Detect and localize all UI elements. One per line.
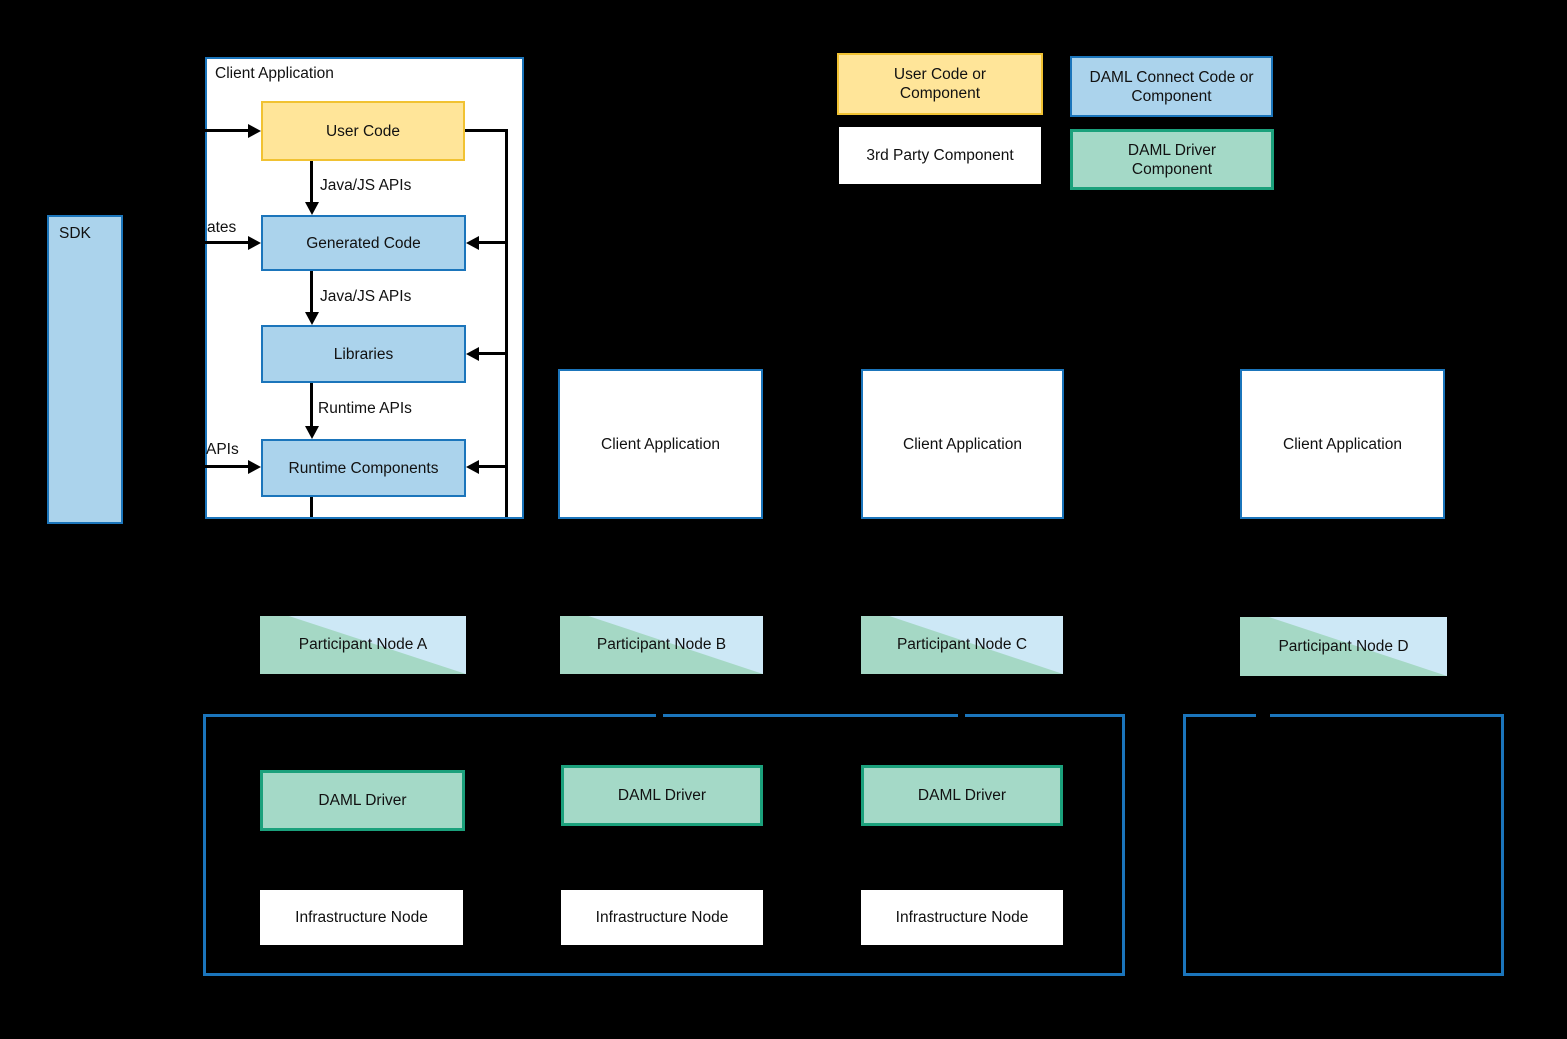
arrowhead-right-icon [248, 124, 261, 138]
user-code-box: User Code [261, 101, 465, 161]
partial-label-apis: APIs [206, 441, 239, 458]
infrastructure-node-a-box: Infrastructure Node [260, 890, 463, 945]
legend-third-party-box: 3rd Party Component [839, 127, 1041, 184]
daml-driver-a-label: DAML Driver [318, 792, 407, 809]
infrastructure-group-left [203, 714, 1125, 976]
participant-node-c-box: Participant Node C [861, 616, 1063, 674]
client-application-d-box: Client Application [1240, 369, 1445, 519]
participant-node-d-label: Participant Node D [1278, 637, 1409, 655]
connector-line [479, 352, 507, 355]
daml-driver-c-box: DAML Driver [861, 765, 1063, 826]
infrastructure-node-b-box: Infrastructure Node [561, 890, 763, 945]
user-code-label: User Code [325, 122, 401, 140]
client-application-d-label: Client Application [1283, 435, 1402, 453]
connector-line [505, 129, 508, 517]
legend-user-code-box: User Code or Component [837, 53, 1043, 115]
generated-code-label: Generated Code [306, 234, 421, 252]
infrastructure-node-c-box: Infrastructure Node [861, 890, 1063, 945]
arrowhead-right-icon [248, 236, 261, 250]
connector-line [310, 161, 313, 203]
sdk-label: SDK [59, 225, 91, 242]
runtime-components-label: Runtime Components [288, 459, 439, 477]
libraries-box: Libraries [261, 325, 466, 383]
client-application-b-label: Client Application [601, 435, 720, 453]
participant-node-a-label: Participant Node A [298, 636, 428, 653]
connector-crossing [958, 713, 965, 718]
participant-node-a-box: Participant Node A [260, 616, 466, 674]
client-application-c-box: Client Application [861, 369, 1064, 519]
daml-driver-c-label: DAML Driver [917, 787, 1007, 804]
arrowhead-left-icon [466, 460, 479, 474]
connector-line [310, 271, 313, 313]
participant-node-b-box: Participant Node B [560, 616, 763, 674]
arrowhead-down-icon [305, 426, 319, 439]
api-label-java-js-2: Java/JS APIs [320, 288, 412, 305]
participant-node-d-box: Participant Node D [1240, 617, 1447, 676]
legend-daml-connect-box: DAML Connect Code or Component [1070, 56, 1273, 117]
daml-driver-b-label: DAML Driver [617, 787, 707, 804]
arrowhead-down-icon [305, 312, 319, 325]
participant-node-b-label: Participant Node B [596, 636, 727, 653]
client-application-b-box: Client Application [558, 369, 763, 519]
infrastructure-node-a-label: Infrastructure Node [295, 909, 428, 926]
daml-driver-b-box: DAML Driver [561, 765, 763, 826]
sdk-box: SDK [47, 215, 123, 524]
arrowhead-left-icon [466, 347, 479, 361]
connector-crossing [1256, 713, 1270, 718]
infrastructure-node-c-label: Infrastructure Node [895, 909, 1029, 926]
legend-daml-driver-label: DAML Driver Component [1127, 141, 1217, 178]
participant-node-c-label: Participant Node C [896, 636, 1028, 653]
connector-line [479, 241, 507, 244]
partial-label-generates: ates [207, 219, 237, 236]
connector-line [205, 241, 249, 244]
generated-code-box: Generated Code [261, 215, 466, 271]
connector-line [205, 465, 249, 468]
legend-daml-connect-label: DAML Connect Code or Component [1089, 68, 1254, 105]
connector-line [465, 129, 508, 132]
runtime-components-box: Runtime Components [261, 439, 466, 497]
connector-crossing [656, 713, 663, 718]
api-label-java-js-1: Java/JS APIs [320, 177, 412, 194]
infrastructure-group-right [1183, 714, 1504, 976]
connector-line [479, 465, 507, 468]
legend-user-code-label: User Code or Component [893, 66, 987, 102]
arrowhead-down-icon [305, 202, 319, 215]
legend-daml-driver-box: DAML Driver Component [1070, 129, 1274, 190]
client-application-group-title: Client Application [215, 65, 334, 82]
api-label-runtime: Runtime APIs [318, 400, 412, 417]
connector-line [310, 497, 313, 517]
connector-line [205, 129, 249, 132]
legend-third-party-label: 3rd Party Component [866, 147, 1014, 164]
libraries-label: Libraries [333, 345, 394, 363]
arrowhead-left-icon [466, 236, 479, 250]
infrastructure-node-b-label: Infrastructure Node [595, 909, 729, 926]
arrowhead-right-icon [248, 460, 261, 474]
daml-driver-a-box: DAML Driver [260, 770, 465, 831]
connector-line [310, 383, 313, 427]
client-application-c-label: Client Application [903, 435, 1022, 453]
